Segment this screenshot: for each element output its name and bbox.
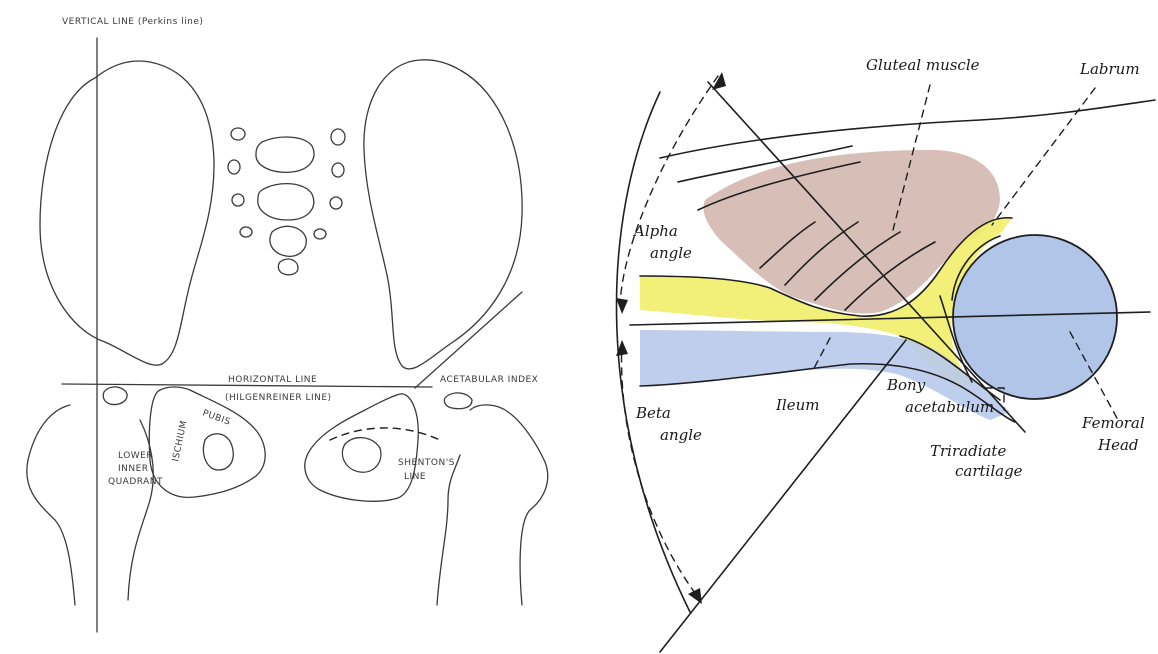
label-vertical-line: VERTICAL LINE (Perkins line) <box>62 17 203 27</box>
label-femoral: Femoral <box>1081 414 1145 432</box>
left-triradiate <box>103 387 127 405</box>
label-head: Head <box>1097 436 1139 454</box>
shentons-line-dashed <box>330 428 440 440</box>
right-triradiate <box>444 393 472 409</box>
left-iliac-wing <box>40 61 214 365</box>
right-pubis-ischium <box>305 394 418 501</box>
label-lower: LOWER <box>118 451 153 461</box>
label-gluteal-muscle: Gluteal muscle <box>866 56 980 74</box>
label-cartilage: cartilage <box>955 462 1023 480</box>
label-shentons: SHENTON'S <box>398 458 455 468</box>
label-labrum: Labrum <box>1079 60 1140 78</box>
label-alpha-angle: angle <box>650 244 692 262</box>
label-ischium: ISCHIUM <box>171 420 190 463</box>
label-beta-angle: angle <box>660 426 702 444</box>
acetabular-index-line <box>415 292 522 388</box>
labrum-pointer <box>992 88 1095 225</box>
label-alpha: Alpha <box>632 222 678 240</box>
left-obturator <box>203 434 233 470</box>
label-inner: INNER <box>118 464 149 474</box>
label-line: LINE <box>404 472 426 482</box>
label-quadrant: QUADRANT <box>108 477 163 487</box>
left-femur <box>27 405 153 605</box>
hip-ultrasound-sketch: Gluteal muscle Labrum Alpha angle Beta a… <box>616 56 1155 652</box>
pelvis-radiograph-sketch: VERTICAL LINE (Perkins line) HORIZONTAL … <box>27 17 548 632</box>
right-iliac-wing <box>364 60 522 369</box>
label-ileum: Ileum <box>775 396 819 414</box>
label-horizontal-line: HORIZONTAL LINE <box>228 375 317 385</box>
beta-line <box>660 340 906 652</box>
sacrum <box>228 128 345 275</box>
label-acetabular-index: ACETABULAR INDEX <box>440 375 538 385</box>
label-pubis: PUBIS <box>201 408 232 427</box>
label-beta: Beta <box>635 404 671 422</box>
label-triradiate: Triradiate <box>930 442 1006 460</box>
right-femur <box>437 405 548 605</box>
label-bony: Bony <box>886 376 926 394</box>
skin-line <box>660 100 1155 158</box>
label-hilgenreiner: (HILGENREINER LINE) <box>225 393 332 403</box>
label-acetabulum: acetabulum <box>905 398 994 416</box>
left-pubis-ischium <box>149 387 265 497</box>
right-obturator <box>342 438 380 473</box>
